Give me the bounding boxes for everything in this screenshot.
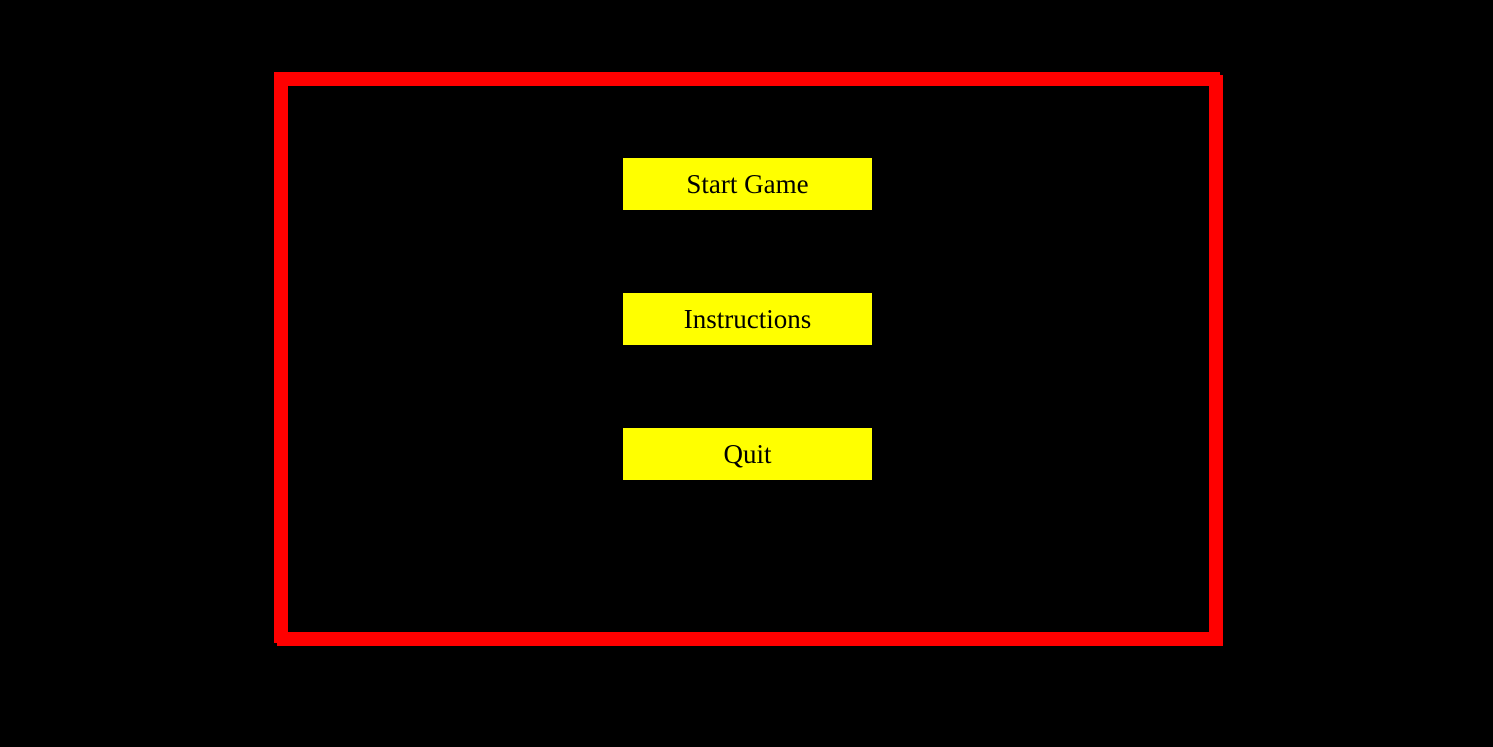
- quit-button[interactable]: Quit: [623, 428, 872, 480]
- main-menu: Start Game Instructions Quit: [623, 158, 872, 480]
- instructions-button[interactable]: Instructions: [623, 293, 872, 345]
- start-game-button[interactable]: Start Game: [623, 158, 872, 210]
